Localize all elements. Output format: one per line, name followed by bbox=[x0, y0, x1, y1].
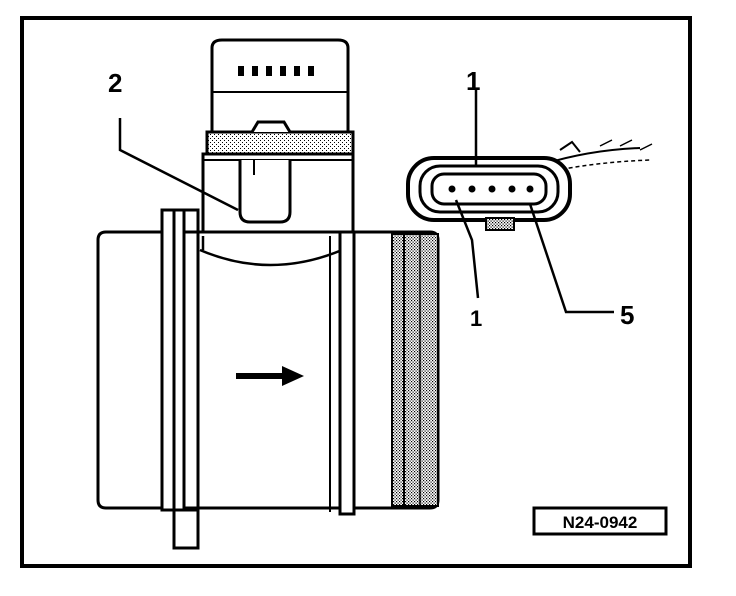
callout-pin-5: 5 bbox=[620, 300, 634, 330]
outer-border bbox=[20, 16, 692, 568]
right-flange bbox=[338, 230, 356, 516]
connector-plug bbox=[406, 139, 653, 231]
connector-pin-holes bbox=[238, 66, 314, 76]
leader-lines bbox=[118, 88, 614, 314]
sensor-body bbox=[96, 38, 440, 550]
callout-2: 2 bbox=[108, 68, 122, 98]
tube-right-ribs bbox=[391, 233, 439, 507]
figure-code: N24-0942 bbox=[563, 513, 638, 532]
plug-pins bbox=[448, 185, 534, 193]
callout-1: 1 bbox=[466, 66, 480, 96]
flow-direction-arrow-icon bbox=[236, 366, 304, 386]
figure-code-box: N24-0942 bbox=[532, 506, 668, 536]
callout-pin-1: 1 bbox=[470, 306, 482, 331]
